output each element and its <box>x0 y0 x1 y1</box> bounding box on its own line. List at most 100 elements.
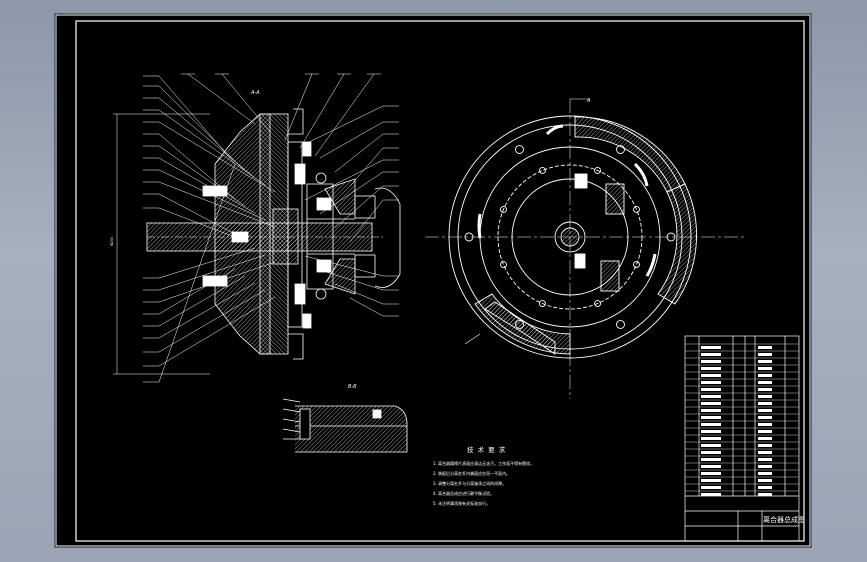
leader-line <box>158 75 236 165</box>
table-cell-text <box>758 381 772 384</box>
leader-line <box>158 254 266 291</box>
table-cell-text <box>701 423 721 426</box>
table-cell-text <box>758 486 772 489</box>
leader-line <box>158 121 276 193</box>
leader-line <box>158 169 266 221</box>
table-cell-text <box>758 458 772 461</box>
leader-line <box>158 145 246 207</box>
bolt-hole <box>594 167 602 174</box>
leader-line <box>319 269 384 291</box>
table-cell-text <box>758 451 772 454</box>
leader-line <box>349 199 384 243</box>
table-cell-text <box>758 388 772 391</box>
drawing-title: 离合器总成图 <box>763 515 805 524</box>
bolt-hole <box>633 261 640 269</box>
leader-line <box>158 85 246 172</box>
table-cell-text <box>701 486 721 489</box>
bolt-hole <box>500 205 507 213</box>
table-cell-text <box>758 437 772 440</box>
section-label-detail: B-B <box>348 384 357 390</box>
table-cell-text <box>701 395 721 398</box>
dimension-diameter: Φ250 <box>110 237 114 246</box>
bolt-hole <box>515 145 524 154</box>
parts-list-rows <box>685 343 799 496</box>
leader-line <box>284 73 313 141</box>
leader-line <box>304 159 384 201</box>
bolt-hole <box>500 261 507 269</box>
table-cell-text <box>758 493 772 496</box>
leader-line <box>158 133 236 200</box>
leader-line <box>158 193 236 235</box>
leader-line <box>158 181 276 228</box>
note-line: 5. 未注明事项按有关标准执行。 <box>433 500 490 506</box>
detail-section-b: B-B <box>282 384 408 453</box>
leader-line <box>221 73 271 133</box>
leader-line <box>299 73 345 149</box>
leader-line <box>319 171 384 215</box>
table-cell-text <box>701 416 721 419</box>
bolt-hole <box>616 145 625 154</box>
leader-line <box>304 105 384 145</box>
table-cell-text <box>701 353 721 356</box>
notes-title: 技 术 要 求 <box>467 445 506 454</box>
leader-line <box>158 109 266 186</box>
leader-line <box>319 121 384 159</box>
note-line: 2. 装配后分离杠杆内端面应在同一平面内。 <box>433 470 510 476</box>
bolt-hole <box>538 167 546 174</box>
table-cell-text <box>758 374 772 377</box>
bolt-hole <box>538 300 546 307</box>
leader-line <box>158 207 246 242</box>
table-cell-text <box>701 346 721 349</box>
table-cell-text <box>701 430 721 433</box>
bolt-hole <box>594 300 602 307</box>
table-cell-text <box>701 381 721 384</box>
table-cell-text <box>758 423 772 426</box>
table-cell-text <box>701 493 721 496</box>
leader-line <box>158 261 276 303</box>
table-cell-text <box>701 388 721 391</box>
leader-line <box>334 185 384 229</box>
note-line: 3. 调整分离杠杆与分离轴承之间的间隙。 <box>433 480 506 486</box>
leader-line <box>349 147 384 187</box>
leader-line <box>158 157 256 214</box>
table-cell-text <box>701 409 721 412</box>
leader-line <box>158 97 256 179</box>
leader-line <box>158 296 276 367</box>
table-cell-text <box>758 416 772 419</box>
table-cell-text <box>758 360 772 363</box>
drawing-sheet: A-A Φ250 <box>55 14 811 547</box>
leader-line <box>158 247 256 279</box>
table-cell-text <box>758 465 772 468</box>
note-line: 4. 离合器总成应进行静平衡试验。 <box>433 490 494 496</box>
leader-line <box>158 163 236 383</box>
table-cell-text <box>701 465 721 468</box>
leader-lines <box>143 73 399 383</box>
table-cell-text <box>701 444 721 447</box>
view-marker-top: A <box>586 98 591 104</box>
clutch-section-view: A-A Φ250 <box>110 90 401 375</box>
note-line: 1. 离合器摩擦片表面应清洁无油污，工作面不得有裂纹。 <box>433 460 534 466</box>
leader-line <box>158 289 266 353</box>
leader-line <box>349 297 384 317</box>
table-cell-text <box>758 472 772 475</box>
table-cell-text <box>701 402 721 405</box>
inner-frame <box>75 20 805 542</box>
outer-frame <box>55 14 811 547</box>
table-cell-text <box>701 437 721 440</box>
table-cell-text <box>701 472 721 475</box>
table-cell-text <box>701 458 721 461</box>
table-cell-text <box>758 444 772 447</box>
table-cell-text <box>758 479 772 482</box>
table-cell-text <box>758 367 772 370</box>
table-cell-text <box>758 430 772 433</box>
clutch-end-view: A <box>425 98 745 399</box>
leader-line <box>334 133 384 173</box>
leader-line <box>314 73 375 157</box>
table-cell-text <box>701 367 721 370</box>
bolt-hole <box>666 232 676 242</box>
table-cell-text <box>701 360 721 363</box>
leader-line <box>334 283 384 305</box>
table-cell-text <box>701 451 721 454</box>
table-cell-text <box>758 346 772 349</box>
table-cell-text <box>758 395 772 398</box>
